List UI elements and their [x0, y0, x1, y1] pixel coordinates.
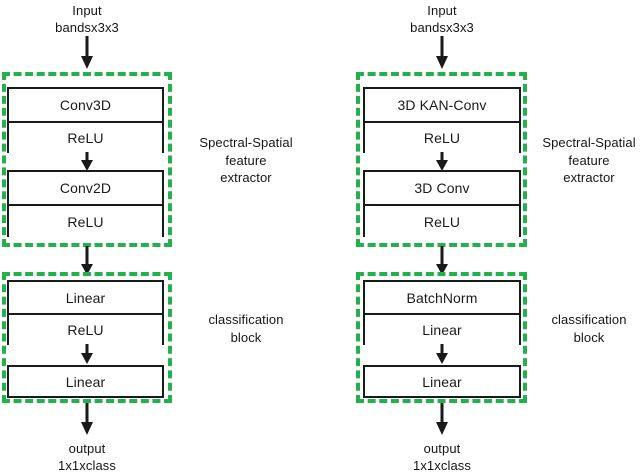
right-stack-kanconv: 3D KAN-Conv ReLU: [363, 87, 521, 153]
right-feature-extractor-frame: [356, 72, 527, 247]
left-arrow-conv3d-to-conv2d: [79, 152, 95, 172]
left-input-label: Input bandsx3x3: [55, 3, 119, 35]
left-output-label: output 1x1xclass: [58, 441, 116, 473]
layer-cell: Conv2D: [9, 172, 162, 204]
left-classification-frame: [2, 272, 172, 403]
layer-cell: Linear: [9, 282, 162, 313]
layer-cell: ReLU: [9, 313, 162, 345]
right-classification-label: classification block: [551, 312, 627, 345]
layer-cell: BatchNorm: [365, 282, 519, 313]
layer-cell: Linear: [365, 313, 519, 345]
right-stack-conv3d: 3D Conv ReLU: [363, 170, 521, 237]
left-arrow-extractor-to-classifier: [79, 246, 95, 276]
layer-cell: Linear: [9, 367, 162, 396]
layer-cell: 3D KAN-Conv: [365, 89, 519, 121]
right-feature-extractor-label: Spectral-Spatial feature extractor: [542, 135, 636, 185]
layer-cell: ReLU: [9, 204, 162, 237]
left-stack-conv3d: Conv3D ReLU: [7, 87, 164, 153]
left-input-arrow: [79, 36, 95, 70]
right-output-label: output 1x1xclass: [413, 441, 471, 473]
right-output-arrow: [434, 403, 450, 436]
right-arrow-linear-to-linear: [434, 344, 450, 365]
layer-cell: 3D Conv: [365, 172, 519, 204]
left-stack-linear-out: Linear: [7, 365, 164, 398]
left-output-arrow: [79, 403, 95, 436]
left-stack-conv2d: Conv2D ReLU: [7, 170, 164, 237]
left-stack-linear-relu: Linear ReLU: [7, 280, 164, 345]
left-classification-label: classification block: [208, 312, 284, 345]
left-feature-extractor-label: Spectral-Spatial feature extractor: [199, 135, 293, 185]
right-arrow-kanconv-to-conv: [434, 152, 450, 172]
right-stack-batchnorm-linear: BatchNorm Linear: [363, 280, 521, 345]
layer-cell: ReLU: [365, 121, 519, 153]
left-feature-extractor-frame: [2, 72, 172, 247]
layer-cell: ReLU: [9, 121, 162, 153]
left-arrow-relu-to-linear: [79, 344, 95, 365]
layer-cell: ReLU: [365, 204, 519, 237]
right-arrow-extractor-to-classifier: [434, 246, 450, 276]
layer-cell: Conv3D: [9, 89, 162, 121]
right-stack-linear-out: Linear: [363, 365, 521, 398]
layer-cell: Linear: [365, 367, 519, 396]
right-classification-frame: [356, 272, 527, 403]
right-input-arrow: [434, 36, 450, 70]
right-input-label: Input bandsx3x3: [410, 3, 474, 35]
